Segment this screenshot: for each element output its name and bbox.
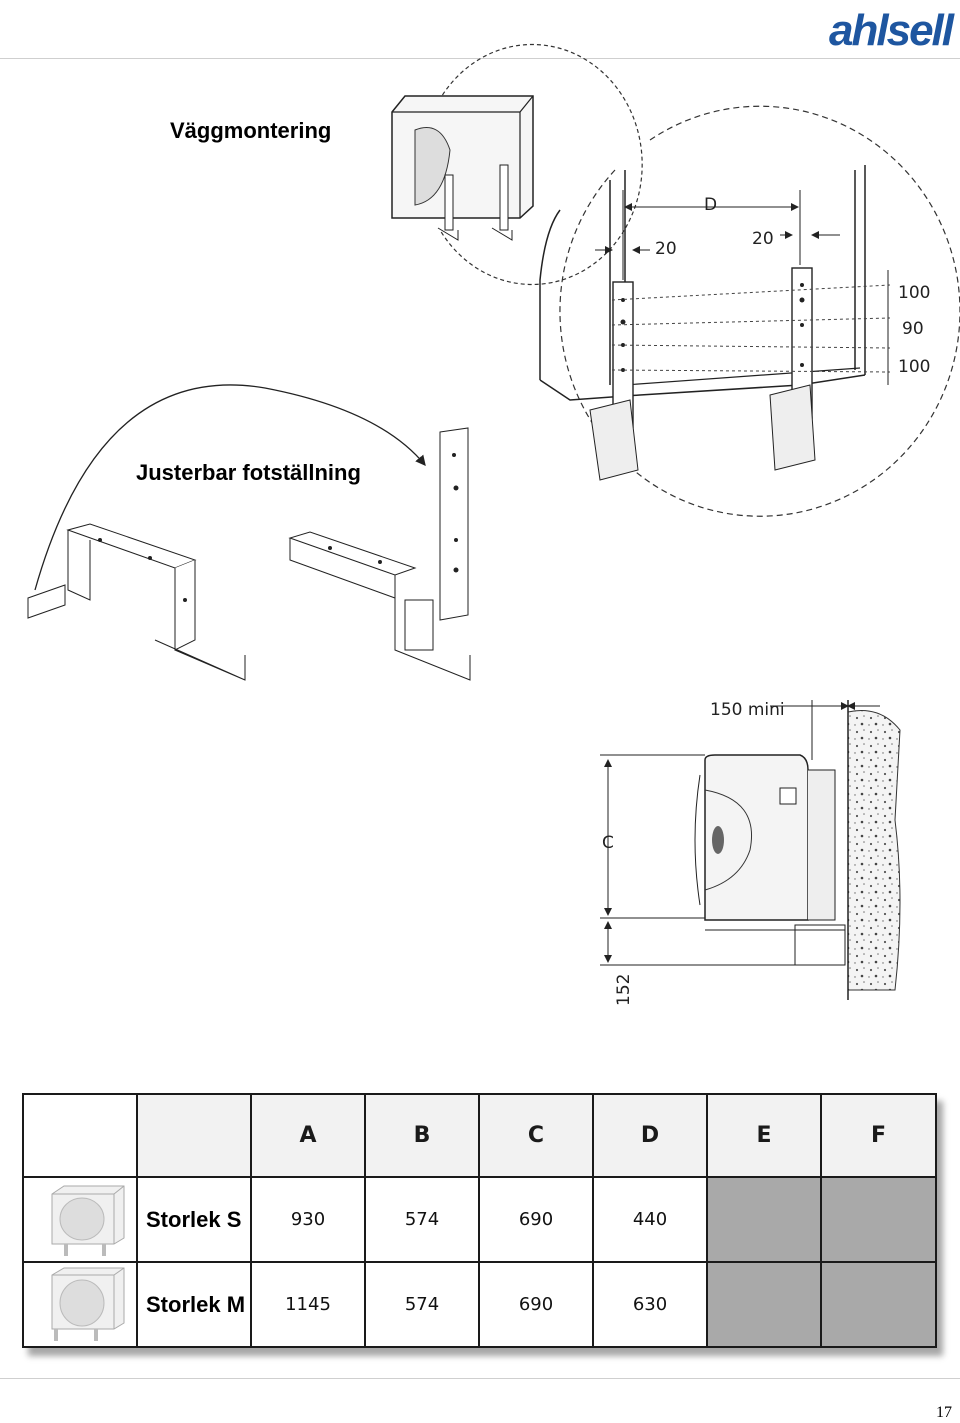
dimension-table: A B C D E F Storlek S 930 574 690 440 St… xyxy=(22,1093,937,1348)
ahlsell-logo: ahlsell xyxy=(829,6,954,55)
table-cell-empty xyxy=(706,1261,822,1348)
bracket-detail-illustration: D 20 20 100 90 100 xyxy=(539,105,960,517)
column-header-d: D xyxy=(592,1093,708,1178)
footer-divider xyxy=(0,1378,960,1379)
dim-gap-right: 20 xyxy=(752,229,774,249)
table-cell-empty xyxy=(706,1176,822,1263)
table-cell: 574 xyxy=(364,1176,480,1263)
row-label-s: Storlek S xyxy=(136,1176,252,1263)
page-number: 17 xyxy=(936,1404,952,1421)
table-cell: 630 xyxy=(592,1261,708,1348)
table-label-header xyxy=(136,1093,252,1178)
column-header-e: E xyxy=(706,1093,822,1178)
column-header-b: B xyxy=(364,1093,480,1178)
adjustable-stand-title: Justerbar fotställning xyxy=(136,460,361,485)
dim-hole-2: 90 xyxy=(902,319,924,339)
small-unit-illustration xyxy=(391,43,643,286)
column-header-a: A xyxy=(250,1093,366,1178)
column-header-c: C xyxy=(478,1093,594,1178)
dim-d-label: D xyxy=(704,195,717,215)
dim-gap-left: 20 xyxy=(655,239,677,259)
technical-drawings: D 20 20 100 90 100 xyxy=(27,43,960,1006)
dim-clearance: 150 mini xyxy=(710,700,785,720)
row-label-m: Storlek M xyxy=(136,1261,252,1348)
unit-s-thumbnail xyxy=(51,1185,125,1256)
dim-hole-1: 100 xyxy=(898,283,930,303)
table-cell: 930 xyxy=(250,1176,366,1263)
table-cell-empty xyxy=(820,1176,937,1263)
dim-base-height: 152 xyxy=(614,974,634,1006)
side-view-illustration: 150 mini C 152 xyxy=(600,700,901,1006)
dim-hole-3: 100 xyxy=(898,357,930,377)
table-cell-empty xyxy=(820,1261,937,1348)
stand-upright-illustration xyxy=(288,427,471,681)
table-cell: 574 xyxy=(364,1261,480,1348)
table-row-image xyxy=(22,1261,138,1348)
table-row-image xyxy=(22,1176,138,1263)
table-cell: 690 xyxy=(478,1176,594,1263)
stand-flat-illustration xyxy=(27,523,246,681)
table-corner-cell xyxy=(22,1093,138,1178)
wall-mount-title: Väggmontering xyxy=(170,118,332,143)
table-cell: 440 xyxy=(592,1176,708,1263)
table-cell: 690 xyxy=(478,1261,594,1348)
column-header-f: F xyxy=(820,1093,937,1178)
conversion-arrow xyxy=(34,384,426,591)
table-cell: 1145 xyxy=(250,1261,366,1348)
unit-m-thumbnail xyxy=(51,1267,125,1341)
dim-height-label: C xyxy=(602,833,614,853)
